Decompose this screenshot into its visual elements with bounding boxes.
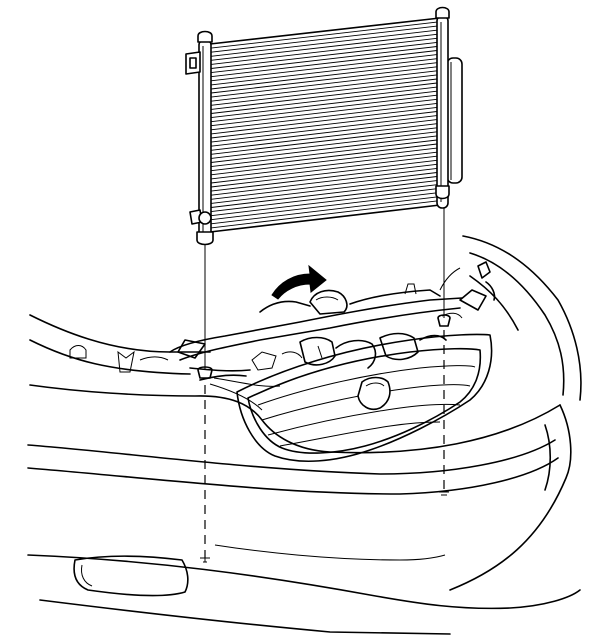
condenser-fin-line — [210, 200, 438, 229]
condenser-fin-line — [210, 155, 438, 184]
condenser-fin-line — [210, 163, 438, 192]
condenser-fin-line — [210, 62, 438, 90]
condenser-fin-line — [210, 25, 438, 53]
condenser-fin-line — [210, 70, 438, 98]
condenser-fin-line — [210, 111, 438, 139]
condenser-fin-line — [210, 21, 438, 49]
condenser-fin-line — [210, 66, 438, 94]
condenser-fin-line — [210, 46, 438, 74]
receiver-dryer-icon — [446, 57, 463, 184]
condenser-fin-line — [210, 196, 438, 225]
condenser-icon — [185, 6, 463, 246]
condenser-fin-line — [210, 74, 438, 102]
condenser-fin-line — [210, 78, 438, 106]
condenser-fin-line — [210, 159, 438, 188]
condenser-fin-line — [210, 115, 438, 143]
removal-arrow-icon — [271, 264, 327, 300]
condenser-fin-line — [210, 98, 438, 127]
condenser-fin-line — [210, 50, 438, 78]
condenser-fin-line — [210, 82, 438, 110]
condenser-fin-line — [210, 86, 438, 114]
condenser-fin-line — [210, 54, 438, 82]
condenser-fin-line — [210, 176, 438, 204]
condenser-fin-line — [210, 41, 438, 69]
condenser-fin-line — [210, 135, 438, 163]
condenser-fin-line — [210, 139, 438, 168]
condenser-fin-line — [210, 119, 438, 147]
front-bumper — [27, 235, 582, 635]
condenser-fin-line — [210, 172, 438, 200]
condenser-fin-line — [210, 151, 438, 180]
condenser-fin-line — [210, 167, 438, 196]
condenser-fin-line — [210, 184, 438, 213]
condenser-fin-line — [210, 102, 438, 131]
front-grille — [236, 333, 493, 463]
condenser-fin-line — [210, 94, 438, 123]
condenser-fin-line — [210, 37, 438, 65]
condenser-fin-line — [210, 33, 438, 61]
condenser-fin-line — [210, 147, 438, 176]
condenser-fin-line — [210, 180, 438, 208]
condenser-fin-line — [210, 123, 438, 151]
lower-mount-right-icon — [437, 314, 451, 496]
radiator-support — [69, 261, 496, 411]
mount-guide-lines — [204, 198, 445, 558]
condenser-fin-line — [210, 29, 438, 57]
condenser-fin-line — [210, 143, 438, 172]
lower-mount-left-icon — [197, 366, 213, 563]
condenser-fin-line — [210, 127, 438, 155]
condenser-fin-line — [210, 90, 438, 119]
condenser-fin-line — [210, 58, 438, 86]
condenser-fin-line — [210, 192, 438, 221]
condenser-fin-line — [210, 188, 438, 217]
condenser-fin-line — [210, 131, 438, 159]
condenser-fin-line — [210, 106, 438, 135]
